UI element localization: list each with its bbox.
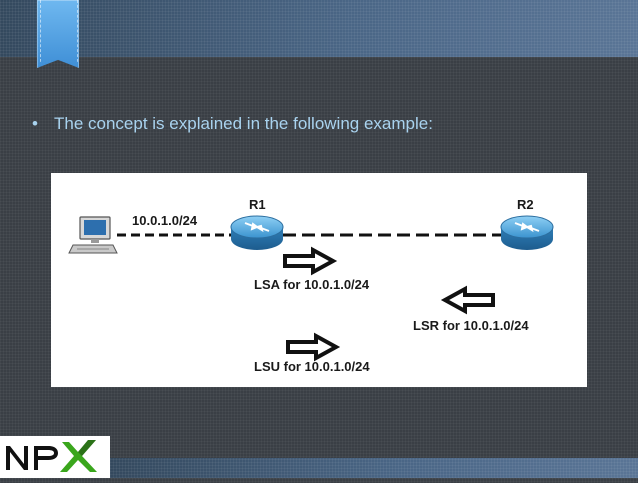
npx-logo [0,436,110,478]
diagram-graphics [68,215,554,362]
lsa-label: LSA for 10.0.1.0/24 [254,277,370,292]
lsu-label: LSU for 10.0.1.0/24 [254,359,370,374]
router-r2-icon [500,215,554,250]
lsa-arrow-icon [283,246,338,276]
lsr-arrow-icon [440,285,495,315]
host-network-label: 10.0.1.0/24 [132,213,198,228]
top-banner [0,0,638,57]
lsr-label: LSR for 10.0.1.0/24 [413,318,529,333]
network-diagram: 10.0.1.0/24 R1 R2 LSA for 10.0.1.0/24 LS… [51,173,587,387]
bullet-text: The concept is explained in the followin… [54,114,433,133]
router2-label: R2 [517,197,534,212]
bullet-item: • The concept is explained in the followi… [32,114,433,134]
bullet-symbol: • [32,114,38,133]
computer-icon [68,216,118,254]
lsu-arrow-icon [286,332,341,362]
bottom-banner [110,458,638,478]
bookmark-ribbon [37,0,79,68]
router1-label: R1 [249,197,266,212]
npx-logo-graphic [6,440,97,472]
router-r1-icon [230,215,284,250]
bookmark-stitching [40,0,78,62]
